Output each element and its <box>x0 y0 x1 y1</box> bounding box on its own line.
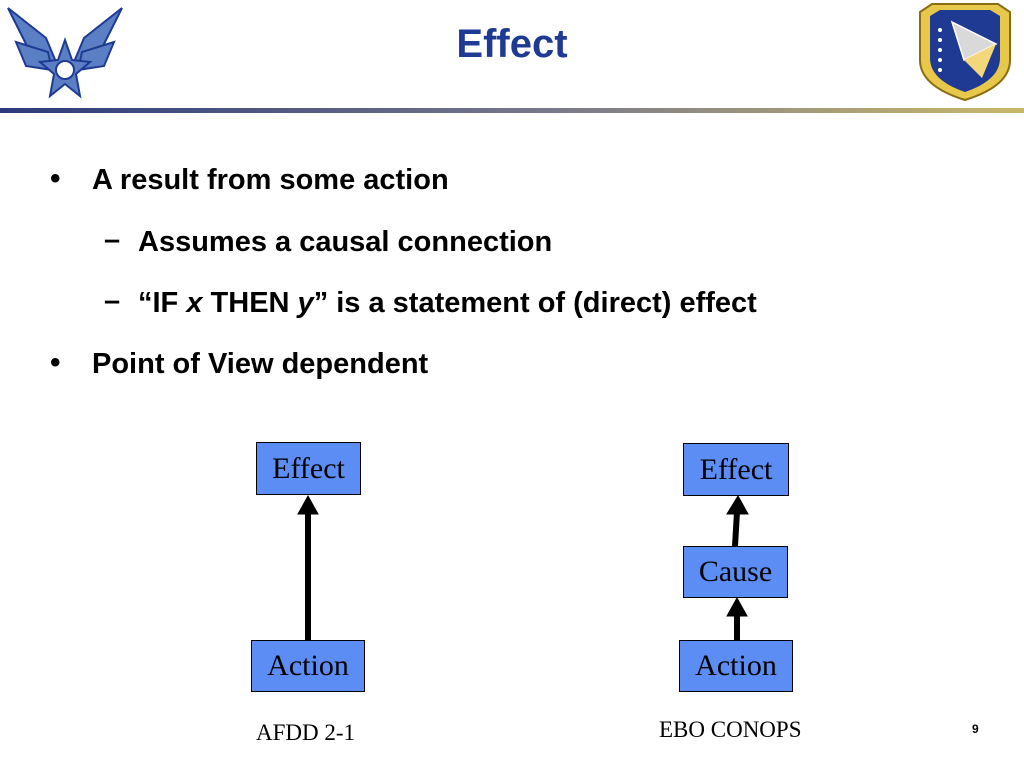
slide-title: Effect <box>456 22 568 66</box>
right-effect-box: Effect <box>683 443 789 496</box>
bullet-text-part: THEN <box>202 287 298 319</box>
right-action-box: Action <box>679 640 793 692</box>
bullet-item: Point of View dependent <box>92 348 429 380</box>
afrl-shield-logo <box>919 3 1011 102</box>
arrow-right-cause-to-effect <box>732 511 740 547</box>
arrowhead-right-top <box>726 495 749 515</box>
header-divider <box>0 108 1024 113</box>
bullet-text-part: “IF <box>138 287 187 319</box>
sub-bullet-item: “IF x THEN y” is a statement of (direct)… <box>138 287 757 320</box>
bullet-variable-x: x <box>186 287 203 319</box>
arrowhead-left <box>297 494 319 515</box>
left-action-box: Action <box>251 640 365 692</box>
left-effect-box: Effect <box>256 442 361 495</box>
bullet-marker: • <box>50 162 61 195</box>
dash-marker: – <box>104 224 121 256</box>
right-caption: EBO CONOPS <box>659 717 802 742</box>
sub-bullet-item: Assumes a causal connection <box>138 226 553 258</box>
left-caption: AFDD 2-1 <box>256 720 356 745</box>
air-force-wings-logo <box>7 7 123 99</box>
bullet-marker: • <box>50 346 61 379</box>
dash-marker: – <box>104 285 121 317</box>
bullet-variable-y: y <box>297 287 314 319</box>
bullet-item: A result from some action <box>92 164 449 196</box>
bullet-text-part: ” is a statement of (direct) effect <box>313 287 757 319</box>
arrowhead-right-bottom <box>726 596 748 617</box>
page-number: 9 <box>972 722 979 736</box>
right-cause-box: Cause <box>683 546 788 598</box>
